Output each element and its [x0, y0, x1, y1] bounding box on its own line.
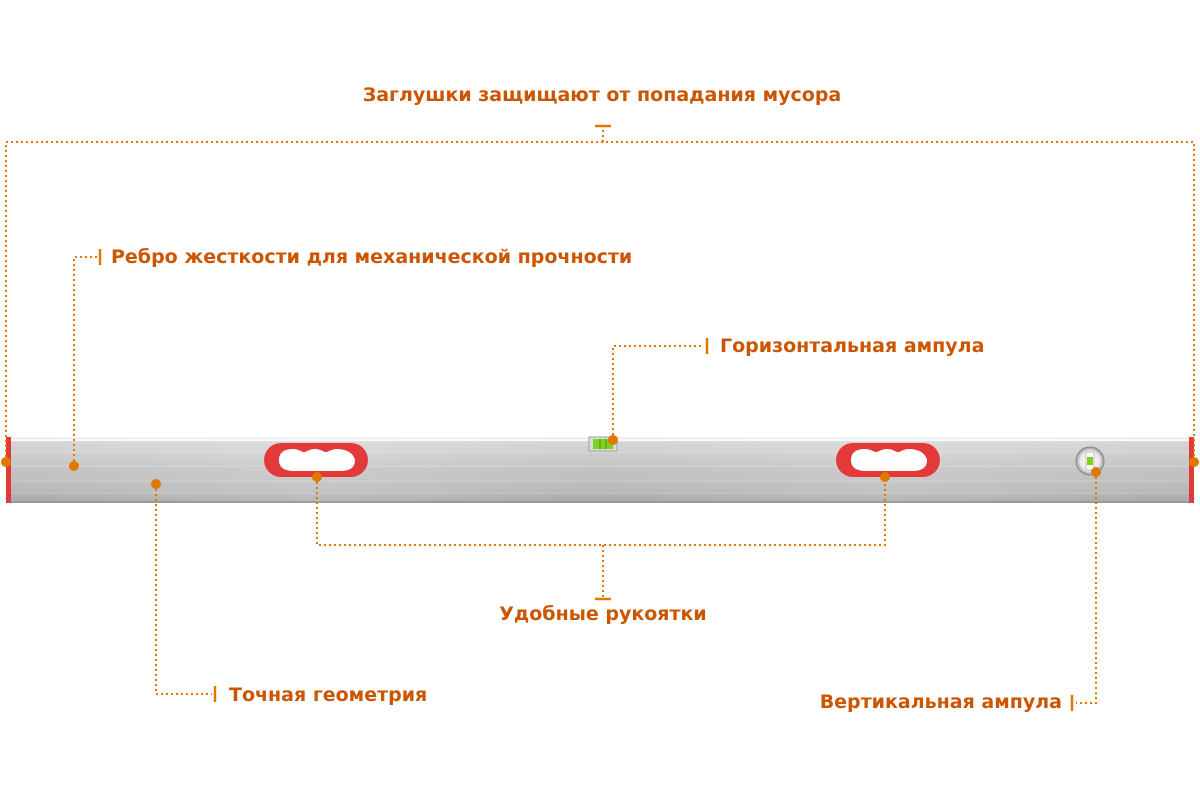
leader-stiffening-rib — [73, 256, 98, 466]
callout-horizontal-vial: Горизонтальная ампула — [720, 335, 985, 357]
leader-horizontal-vial — [612, 345, 704, 440]
leader-handles — [316, 477, 886, 546]
left-end-cap — [6, 437, 11, 503]
dot-right-cap — [1189, 457, 1199, 467]
callout-end-caps: Заглушки защищают от попадания мусора — [362, 84, 842, 106]
leader-end-caps — [5, 141, 1195, 462]
dot-left-cap — [1, 457, 11, 467]
dot-left-handle — [312, 472, 322, 482]
dot-right-handle — [880, 472, 890, 482]
vertical-vial — [1075, 446, 1105, 476]
callout-stiffening-rib: Ребро жесткости для механической прочнос… — [111, 246, 633, 268]
dot-vertical-vial — [1091, 467, 1101, 477]
dot-precise-geometry — [151, 479, 161, 489]
leader-precise-geometry — [155, 484, 212, 695]
right-handle — [836, 443, 940, 477]
callout-handles: Удобные рукоятки — [499, 603, 707, 625]
callout-precise-geometry: Точная геометрия — [229, 684, 428, 706]
dot-stiffening-rib — [69, 461, 79, 471]
dot-horizontal-vial — [608, 435, 618, 445]
callout-vertical-vial: Вертикальная ампула — [819, 691, 1062, 713]
right-end-cap — [1189, 437, 1194, 503]
left-handle — [264, 443, 368, 477]
leader-vertical-vial — [1076, 472, 1097, 704]
